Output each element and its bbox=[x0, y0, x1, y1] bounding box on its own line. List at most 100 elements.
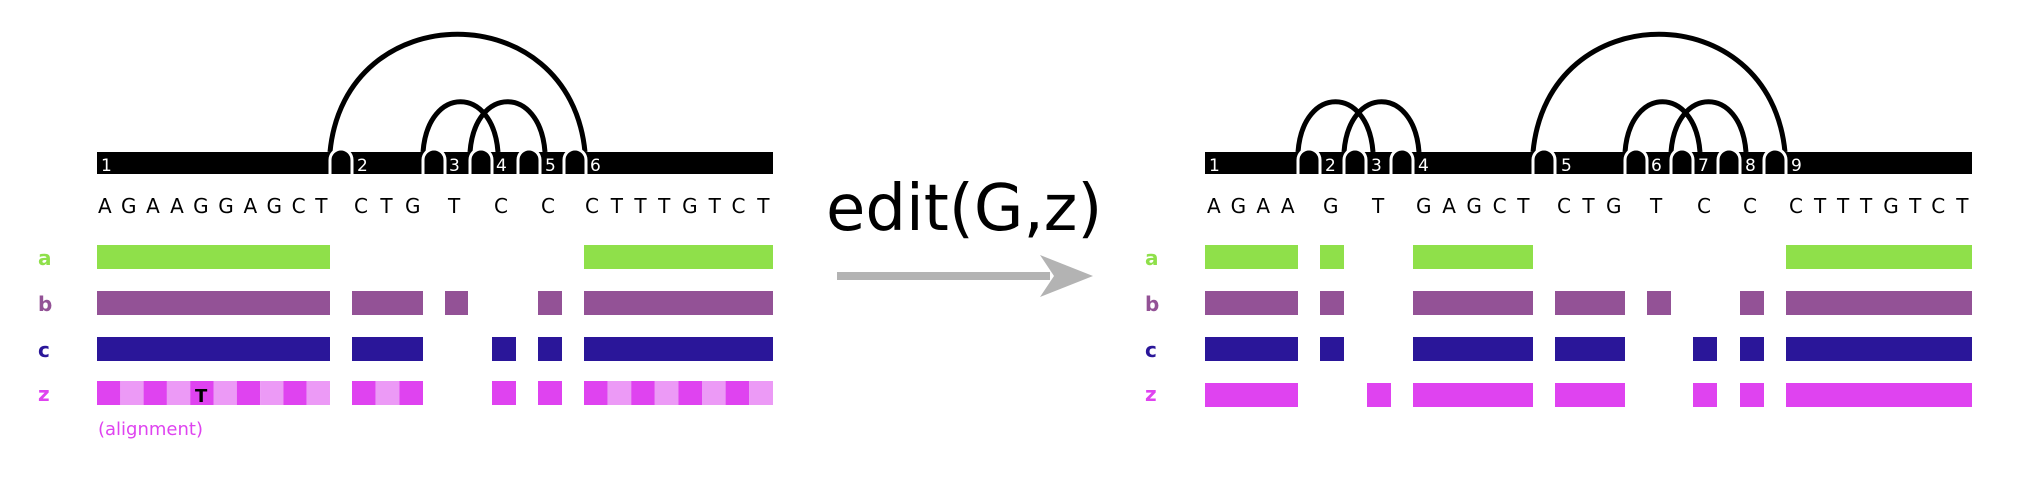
path-block bbox=[1413, 245, 1533, 269]
path-label-b: b bbox=[38, 292, 52, 316]
segment-number: 1 bbox=[1209, 156, 1220, 176]
alignment-base bbox=[678, 381, 702, 405]
alignment-base bbox=[190, 381, 214, 405]
segment-numbers: 1 2 3 4 5 6 7 8 9 bbox=[1209, 156, 1802, 176]
path-block bbox=[1413, 291, 1533, 315]
segment-number: 7 bbox=[1698, 156, 1709, 176]
path-block bbox=[1555, 337, 1625, 361]
path-block bbox=[1740, 337, 1764, 361]
edge-arc-2-4 bbox=[420, 99, 501, 153]
path-c-blocks bbox=[1205, 337, 1972, 361]
segment-sequence: AGAA bbox=[1207, 194, 1295, 218]
path-block bbox=[1786, 337, 1972, 361]
node-joint bbox=[516, 147, 542, 174]
segment-sequence: C bbox=[541, 194, 555, 218]
node-joint bbox=[421, 147, 447, 174]
path-a-blocks bbox=[97, 245, 773, 269]
node-joint bbox=[1762, 147, 1788, 174]
path-b-blocks bbox=[97, 291, 773, 315]
node-joint bbox=[1342, 147, 1368, 174]
path-block bbox=[584, 337, 773, 361]
path-block bbox=[352, 337, 423, 361]
path-block bbox=[1555, 291, 1625, 315]
operation-label: edit(G,z) bbox=[826, 172, 1102, 246]
node-joint bbox=[1623, 147, 1649, 174]
segment-sequence: AGAAGGAGCT bbox=[98, 194, 328, 218]
path-row-labels: a b c z bbox=[38, 246, 52, 406]
path-block bbox=[1320, 291, 1344, 315]
path-z-alignment: T (alignment) bbox=[97, 381, 773, 440]
alignment-base bbox=[283, 381, 307, 405]
edge-arc-1-6 bbox=[327, 31, 588, 153]
path-block bbox=[1320, 337, 1344, 361]
path-label-z: z bbox=[1145, 382, 1157, 406]
segment-number: 9 bbox=[1791, 156, 1802, 176]
node-joint bbox=[562, 147, 588, 174]
alignment-base bbox=[97, 381, 121, 405]
alignment-base bbox=[607, 381, 632, 405]
segment-number: 2 bbox=[357, 156, 368, 176]
alignment-base bbox=[352, 381, 376, 405]
path-b-blocks bbox=[1205, 291, 1972, 315]
alignment-base bbox=[538, 381, 562, 405]
alignment-base bbox=[584, 381, 608, 405]
segment-sequence: CTTTGTCT bbox=[585, 194, 770, 218]
edge-arc-5-7 bbox=[1622, 99, 1703, 153]
segment-number: 8 bbox=[1745, 156, 1756, 176]
path-z-blocks bbox=[1205, 383, 1972, 407]
path-block bbox=[97, 291, 330, 315]
segment-number: 4 bbox=[1418, 156, 1429, 176]
alignment-base bbox=[749, 381, 773, 405]
segment-number: 1 bbox=[101, 156, 112, 176]
alignment-base bbox=[375, 381, 400, 405]
graph-before-edit: 1 2 3 4 5 6 AGAAGGAGCT CTG T C C CTTTGTC… bbox=[38, 31, 773, 440]
node-joint bbox=[328, 147, 354, 174]
arrow-head-icon bbox=[1040, 255, 1093, 297]
path-block bbox=[1786, 291, 1972, 315]
edge-arcs bbox=[1295, 31, 1788, 153]
segment-sequence: GAGCT bbox=[1416, 194, 1530, 218]
path-block bbox=[1205, 245, 1298, 269]
path-label-c: c bbox=[38, 338, 50, 362]
node-joint bbox=[1296, 147, 1322, 174]
path-block bbox=[445, 291, 468, 315]
alignment-note: (alignment) bbox=[98, 419, 203, 440]
segment-number: 2 bbox=[1325, 156, 1336, 176]
segment-number: 6 bbox=[1651, 156, 1662, 176]
path-block bbox=[352, 291, 423, 315]
path-block bbox=[1740, 383, 1764, 407]
path-block bbox=[538, 291, 562, 315]
path-block bbox=[1786, 245, 1972, 269]
path-block bbox=[1205, 291, 1298, 315]
alignment-base bbox=[166, 381, 191, 405]
edge-arc-6-8 bbox=[1668, 99, 1749, 153]
segment-number: 5 bbox=[1561, 156, 1572, 176]
segment-numbers: 1 2 3 4 5 6 bbox=[101, 156, 601, 176]
path-c-blocks bbox=[97, 337, 773, 361]
alignment-base bbox=[236, 381, 261, 405]
path-block bbox=[1320, 245, 1344, 269]
node-joint bbox=[1531, 147, 1557, 174]
edge-arc-3-5 bbox=[467, 99, 548, 153]
node-joint bbox=[468, 147, 494, 174]
segment-sequence: C bbox=[1697, 194, 1711, 218]
path-block bbox=[584, 245, 773, 269]
node-joints bbox=[328, 147, 588, 174]
alignment-base bbox=[143, 381, 167, 405]
alignment-base bbox=[725, 381, 750, 405]
path-row-labels: a b c z bbox=[1145, 246, 1159, 406]
alignment-base bbox=[702, 381, 726, 405]
node-joint bbox=[1669, 147, 1695, 174]
path-block bbox=[538, 337, 562, 361]
edge-arc-4-9 bbox=[1530, 31, 1788, 153]
segment-sequence: T bbox=[1649, 194, 1663, 218]
path-block bbox=[1413, 337, 1533, 361]
path-block bbox=[492, 337, 516, 361]
path-block bbox=[1786, 383, 1972, 407]
segment-sequence: C bbox=[1743, 194, 1757, 218]
path-block bbox=[1367, 383, 1391, 407]
segment-sequence: CTG bbox=[1557, 194, 1622, 218]
segment-sequence: C bbox=[494, 194, 508, 218]
edge-arcs bbox=[327, 31, 588, 153]
